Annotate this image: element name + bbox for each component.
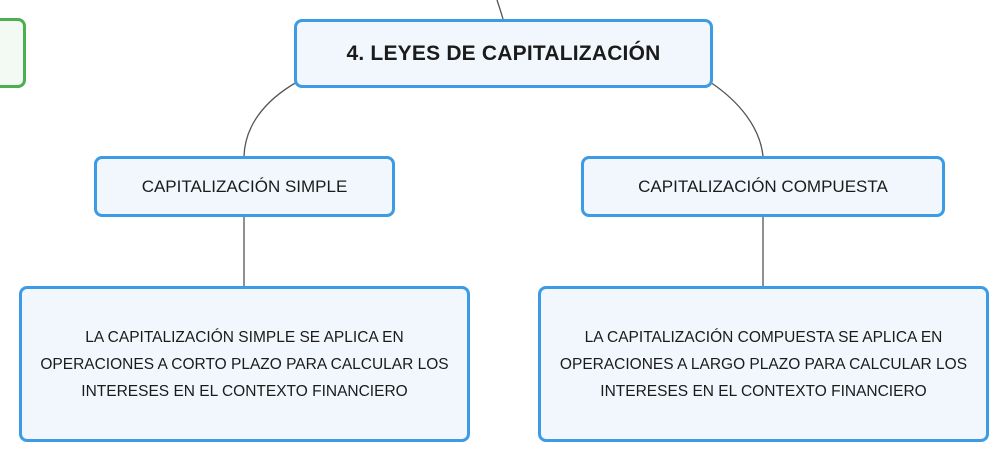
node-compuesta-description[interactable]: LA CAPITALIZACIÓN COMPUESTA SE APLICA EN… xyxy=(538,286,989,442)
node-simple-description[interactable]: LA CAPITALIZACIÓN SIMPLE SE APLICA EN OP… xyxy=(19,286,470,442)
root-node-label: 4. LEYES DE CAPITALIZACIÓN xyxy=(346,41,661,65)
node-capitalizacion-compuesta-label: CAPITALIZACIÓN COMPUESTA xyxy=(638,176,888,196)
node-capitalizacion-simple[interactable]: CAPITALIZACIÓN SIMPLE xyxy=(94,156,395,217)
node-capitalizacion-compuesta[interactable]: CAPITALIZACIÓN COMPUESTA xyxy=(581,156,945,217)
node-compuesta-description-text: LA CAPITALIZACIÓN COMPUESTA SE APLICA EN… xyxy=(559,328,968,400)
connector-parent-to-root xyxy=(496,0,504,20)
side-node-partial[interactable] xyxy=(0,18,26,88)
root-node[interactable]: 4. LEYES DE CAPITALIZACIÓN xyxy=(294,19,713,88)
node-capitalizacion-simple-label: CAPITALIZACIÓN SIMPLE xyxy=(141,176,348,196)
node-simple-description-text: LA CAPITALIZACIÓN SIMPLE SE APLICA EN OP… xyxy=(40,328,449,400)
connector-root-to-compuesta xyxy=(709,81,764,157)
connector-root-to-simple xyxy=(243,81,298,157)
